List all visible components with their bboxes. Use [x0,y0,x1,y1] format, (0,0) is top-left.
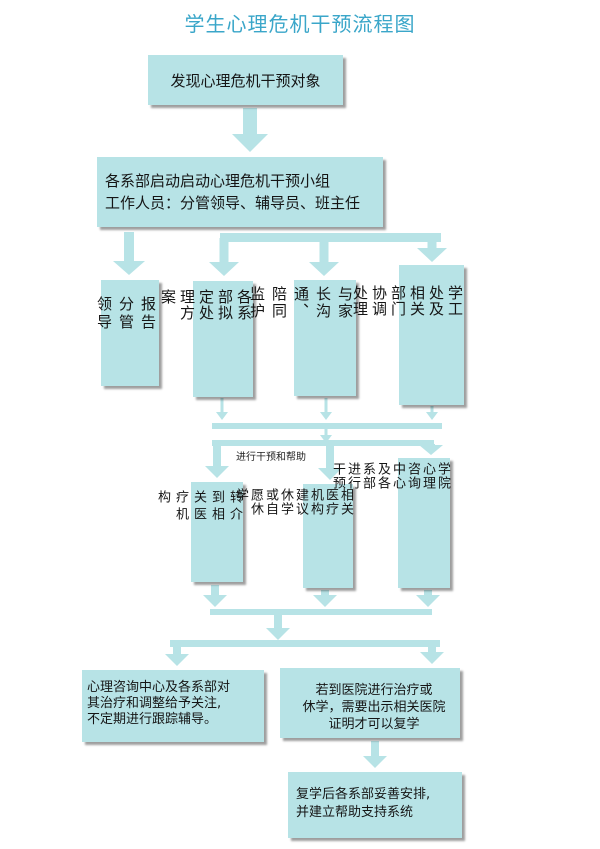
node-discover-text: 发现心理危机干预对象 [170,71,321,90]
bar-branches-bottom [170,640,440,647]
arrow-to-center-head [419,445,443,455]
arrow-parents-down-shaft [324,398,328,413]
node-leave-text: 相关 医疗 机构 建议 休学 或自 愿休 学 [233,488,353,516]
arrow-refer-down-shaft [211,585,219,596]
node-coordinate: 学工 处及 相关 部门 协调 处理 [351,265,464,405]
node-start-group-line2: 工作人员：分管领导、辅导员、班主任 [105,194,361,212]
edge-label-intervene: 进行干预和帮助 [234,448,308,463]
bar-merge-2 [210,609,432,615]
arrow-coordinate-down-shaft [430,406,434,413]
arrow-to-parents-head [309,262,339,276]
arrow-to-leave-head [318,468,342,480]
node-parents: 与家 长沟 通、 陪同 监护 [248,280,356,396]
arrow-return-to-support-shaft [371,741,379,757]
bar-branches-mid [212,440,434,446]
node-support-text: 复学后各系部妥善安排, 并建立帮助支持系统 [296,787,431,820]
arrow-plan-down-shaft [220,398,224,413]
arrow-merge-down-shaft [324,428,328,436]
bar-branches-top [220,233,441,242]
node-start-group: 各系部启动启动心理危机干预小组 工作人员：分管领导、辅导员、班主任 [97,157,383,227]
arrow-center-down-head [416,595,440,607]
arrow-to-return-shaft [428,645,436,653]
node-return-cert-text: 若到医院进行治疗或 休学，需要出示相关医院 证明才可以复学 [302,683,446,732]
node-followup: 心理咨询中心及各系部对 其治疗和调整给予关注, 不定期进行跟踪辅导。 [82,670,264,742]
diagram-title: 学生心理危机干预流程图 [184,12,416,36]
node-start-group-line1: 各系部启动启动心理危机干预小组 [105,172,331,190]
arrow-to-followup-head [165,654,189,666]
node-coordinate-text: 学工 处及 相关 部门 协调 处理 [351,285,464,317]
arrow-leave-down-shaft [321,590,329,596]
node-center: 学院 心理 咨询 中心 及各 系部 进行 干预 [330,458,450,588]
node-return-cert: 若到医院进行治疗或 休学，需要出示相关医院 证明才可以复学 [280,668,460,738]
node-parents-text: 与家 长沟 通、 陪同 监护 [248,286,354,320]
arrow-group-to-report-shaft [124,232,134,262]
arrow-refer-down-head [203,595,227,607]
arrow-center-down-shaft [424,590,432,596]
arrow-merge2-down-shaft [274,614,282,629]
arrow-to-return-head [420,652,444,664]
node-discover: 发现心理危机干预对象 [148,55,343,105]
arrow-merge-down-head [320,435,332,443]
arrow-to-parents-shaft [319,238,329,263]
node-report-text: 报告 分管 领导 [95,296,157,332]
arrow-to-followup-shaft [173,645,181,655]
arrow-plan-down-head [216,412,228,420]
bar-merge-1 [212,423,442,429]
arrow-coordinate-down-head [426,412,438,420]
arrow-to-coordinate-head [417,248,447,262]
arrow-to-leave-shaft [326,444,334,469]
arrow-merge2-down-head [266,628,290,640]
arrow-return-to-support-head [363,756,387,768]
arrow-leave-down-head [313,595,337,607]
node-center-text: 学院 心理 咨询 中心 及各 系部 进行 干预 [330,462,450,490]
node-refer-text: 转介 到相 关医 疗机 构 [155,490,242,524]
node-refer: 转介 到相 关医 疗机 构 [155,482,243,582]
node-followup-text: 心理咨询中心及各系部对 其治疗和调整给予关注, 不定期进行跟踪辅导。 [87,680,231,727]
arrow-discover-to-group-head [232,134,268,152]
arrow-group-to-report-head [113,261,145,275]
arrow-to-plan-head [209,262,239,276]
arrow-to-plan-shaft [219,238,229,263]
arrow-to-refer-head [205,466,229,478]
arrow-parents-down-head [320,412,332,420]
arrow-to-coordinate-shaft [427,238,437,249]
arrow-discover-to-group-shaft [243,108,257,135]
node-leave: 相关 医疗 机构 建议 休学 或自 愿休 学 [233,484,353,588]
node-report: 报告 分管 领导 [95,280,159,386]
node-support: 复学后各系部妥善安排, 并建立帮助支持系统 [288,772,462,838]
arrow-to-refer-shaft [213,444,221,467]
node-plan-text: 各系 部拟 定处 理方 案 [159,289,253,321]
node-plan: 各系 部拟 定处 理方 案 [159,281,253,397]
